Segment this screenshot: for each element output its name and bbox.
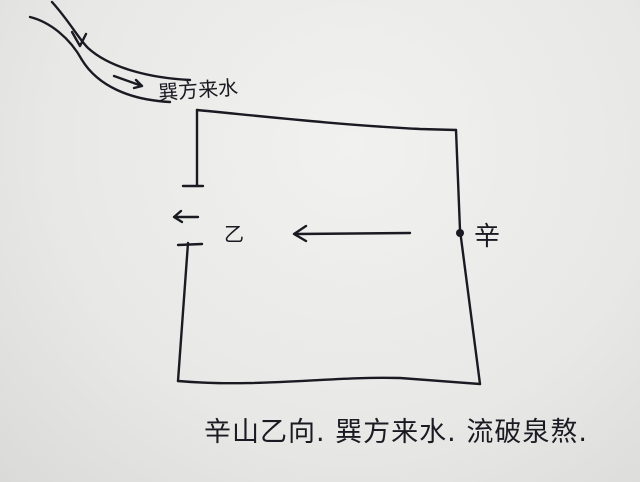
gate-mark-bottom [176, 242, 204, 247]
site-box-top [195, 108, 458, 132]
sitting-label: 辛 [474, 222, 501, 252]
water-stream-lower [28, 15, 172, 104]
gate-arrow [172, 209, 200, 224]
caption: 辛山乙向. 巽方来水. 流破泉熬. [204, 417, 588, 448]
site-box-right [454, 128, 482, 386]
water-arrow-1 [70, 30, 88, 48]
water-stream-upper [50, 0, 192, 82]
sitting-point [456, 229, 464, 237]
site-box-left-bottom [176, 241, 190, 383]
direction-arrow [292, 224, 412, 243]
water-arrow-2 [112, 74, 144, 90]
water-label: 巽方来水 [157, 75, 239, 105]
facing-label: 乙 [224, 222, 244, 246]
site-box-bottom [176, 376, 482, 386]
